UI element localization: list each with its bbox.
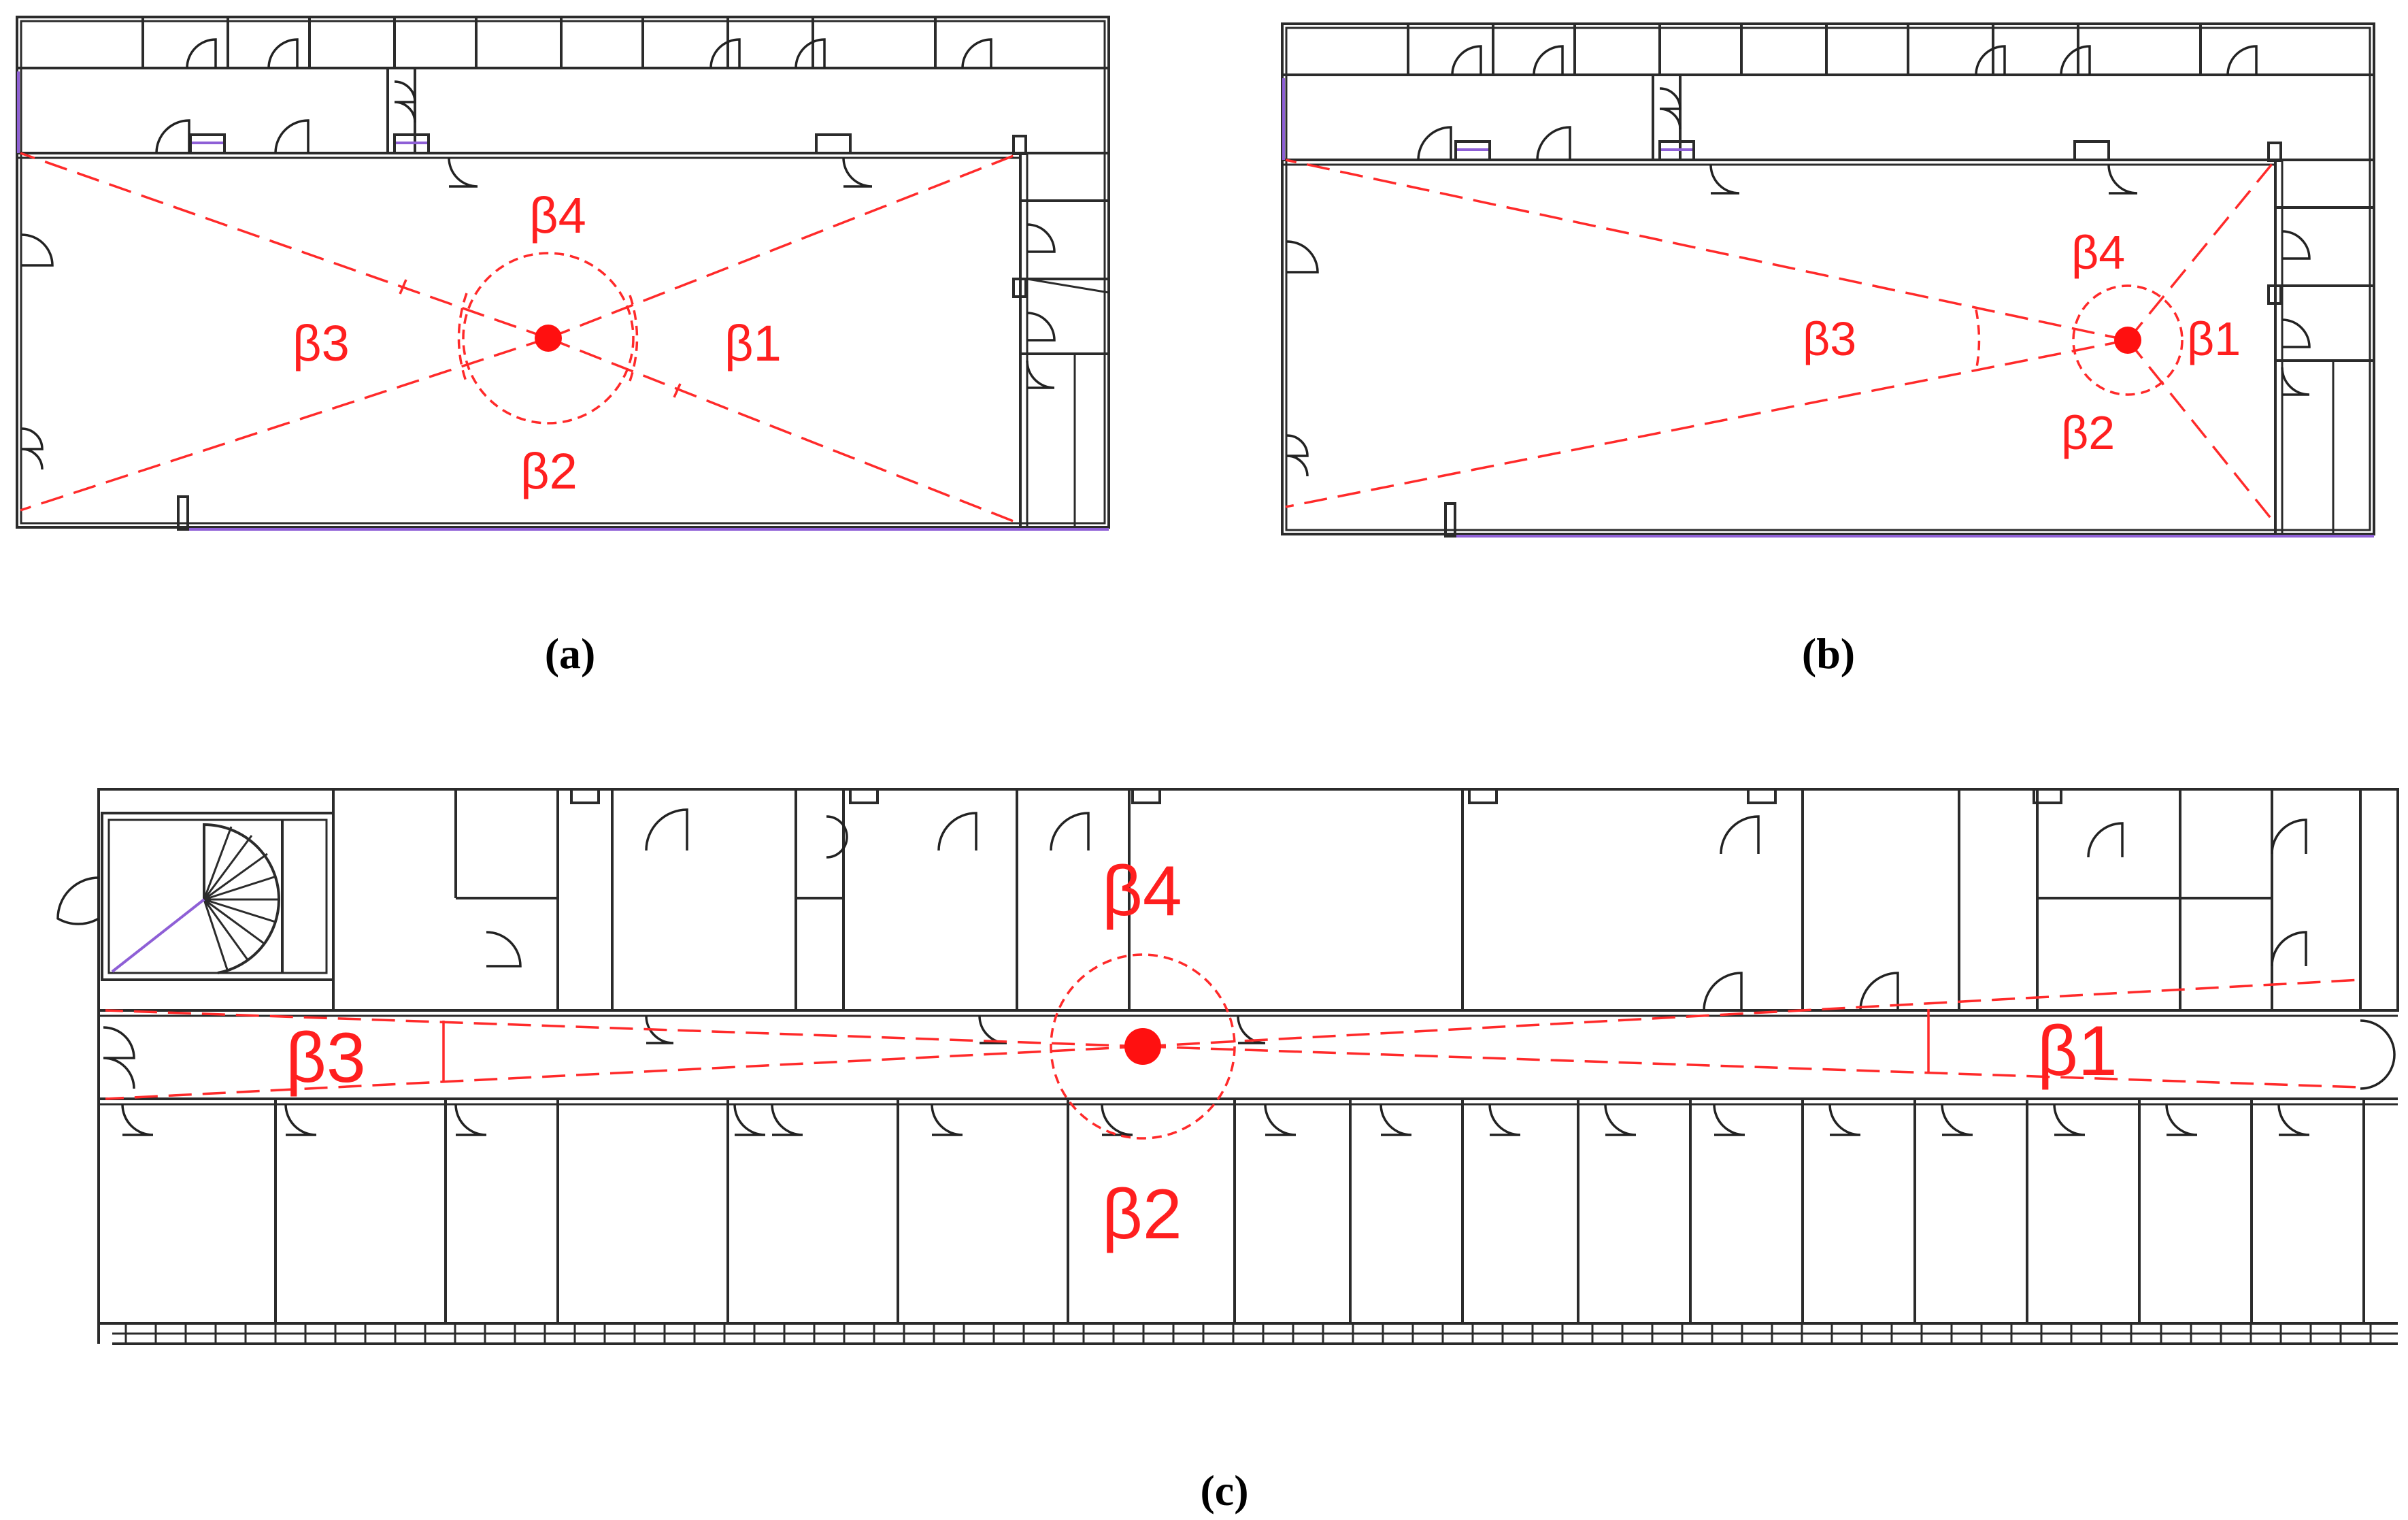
panel-c-ray-top-left: [105, 1009, 1143, 1048]
panel-a: β1 β2 β3 β4 (a): [16, 16, 1110, 678]
panel-c-caption: (c): [1200, 1466, 1248, 1515]
panel-c-ray-bottom-right: [1142, 1045, 2361, 1089]
panel-b-sensor-point: [2114, 327, 2141, 354]
panel-c-label-b4: β4: [1102, 852, 1182, 931]
panel-a-annotation: β1 β2 β3 β4: [20, 152, 1021, 525]
panel-b-angle-circle: [2072, 284, 2184, 396]
panel-a-ray-bottom-right: [548, 337, 1021, 525]
panel-a-ray-top-left: [20, 152, 549, 340]
panel-a-label-b2: β2: [520, 443, 578, 499]
panel-b-ray-bottom-left: [1285, 339, 2128, 508]
panel-b-ray-top-left: [1285, 159, 2128, 342]
panel-a-floor-plan: [16, 16, 1110, 531]
panel-b: β1 β2 β3 β4 (b): [1281, 22, 2375, 678]
panel-c-label-b3: β3: [286, 1019, 366, 1097]
panel-a-ray-top-right: [548, 152, 1021, 340]
panel-b-floor-plan: [1281, 22, 2375, 538]
panel-c-label-b2: β2: [1102, 1175, 1182, 1254]
panel-b-caption: (b): [1802, 629, 1855, 678]
panel-a-label-b3: β3: [292, 315, 350, 371]
panel-b-label-b2: β2: [2061, 406, 2115, 459]
panel-c-annotation: β1 β2 β3 β4: [105, 852, 2361, 1254]
panel-a-label-b4: β4: [529, 187, 586, 244]
panel-b-annotation: β1 β2 β3 β4: [1285, 159, 2277, 525]
panel-c-angle-circle: [1050, 953, 1236, 1140]
panel-a-label-b1: β1: [724, 315, 782, 371]
panel-c-sensor-point: [1124, 1028, 1161, 1065]
panel-c-spiral-staircase: [111, 823, 281, 974]
panel-a-angle-circle: [462, 252, 635, 425]
panel-b-ray-top-right: [2126, 159, 2277, 342]
panel-c-ray-top-right: [1142, 978, 2361, 1048]
panel-c-label-b1: β1: [2037, 1012, 2118, 1091]
panel-b-ray-bottom-right: [2126, 339, 2277, 525]
panel-b-label-b4: β4: [2071, 226, 2125, 279]
panel-a-ray-bottom-left: [20, 337, 549, 512]
panel-b-label-b3: β3: [1803, 312, 1856, 365]
panel-c-window-mullions: [124, 1323, 2372, 1344]
panel-c-floor-plan: [56, 788, 2399, 1345]
panel-a-caption: (a): [545, 629, 596, 678]
panel-a-sensor-point: [535, 325, 562, 352]
panel-c: β1 β2 β3 β4 (c): [56, 788, 2399, 1515]
panel-c-ray-bottom-left: [105, 1045, 1143, 1100]
panel-b-label-b1: β1: [2187, 312, 2241, 365]
